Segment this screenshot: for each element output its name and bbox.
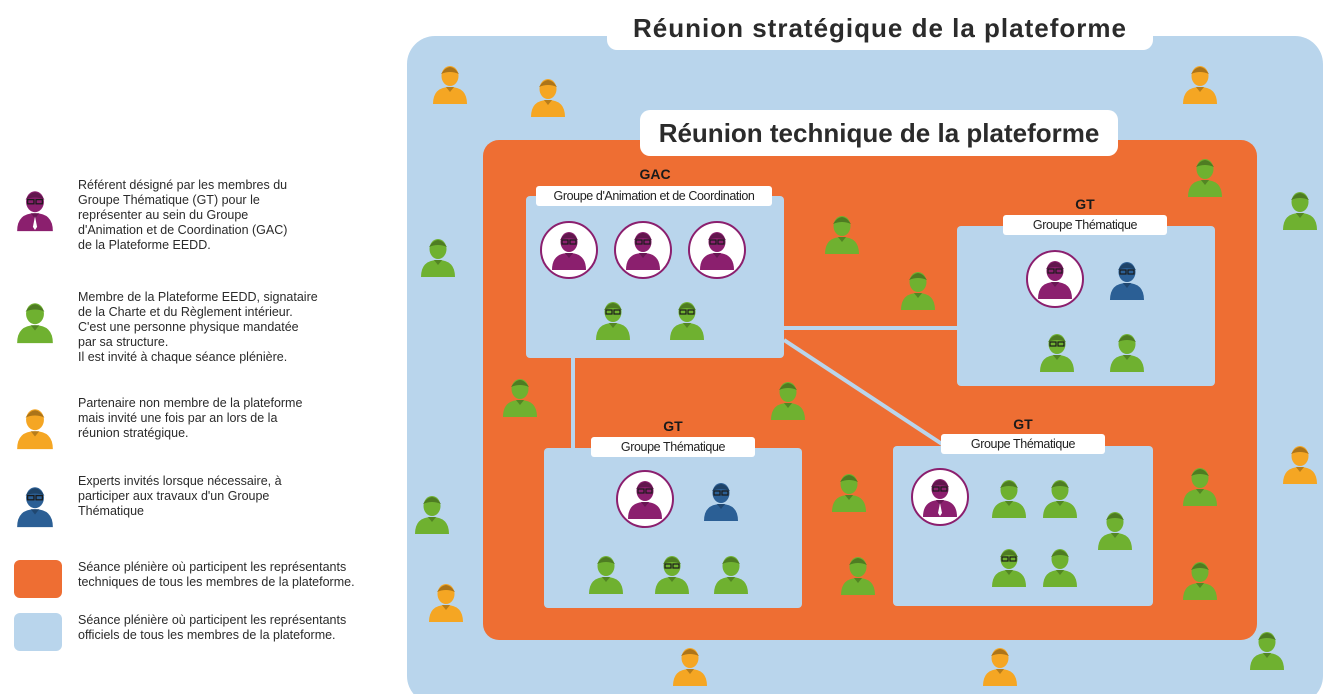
member-person-icon — [503, 379, 537, 417]
referent-person-icon — [911, 468, 969, 526]
referent-person-icon — [1026, 250, 1084, 308]
partner-person-icon — [17, 409, 53, 450]
strategic-meeting-title: Réunion stratégique de la plateforme — [607, 6, 1153, 50]
member-person-icon — [596, 302, 630, 340]
member-person-icon — [992, 480, 1026, 518]
referent-person-icon — [616, 470, 674, 528]
member-person-icon — [1183, 562, 1217, 600]
member-person-icon — [1043, 480, 1077, 518]
member-person-icon — [589, 556, 623, 594]
orange-swatch — [14, 560, 62, 598]
legend-text: Partenaire non membre de la plateforme m… — [78, 396, 303, 440]
member-person-icon — [1250, 632, 1284, 670]
member-person-icon — [1283, 192, 1317, 230]
member-person-icon — [1098, 512, 1132, 550]
member-person-icon — [1110, 334, 1144, 372]
technical-meeting-title: Réunion technique de la plateforme — [640, 110, 1118, 156]
legend-text: Experts invités lorsque nécessaire, à pa… — [78, 474, 282, 518]
member-person-icon — [832, 474, 866, 512]
member-person-icon — [1040, 334, 1074, 372]
referent-person-icon — [8, 178, 62, 232]
member-person-icon — [17, 303, 53, 344]
member-person-icon — [670, 302, 704, 340]
gac-label: Groupe d'Animation et de Coordination — [536, 186, 772, 206]
referent-person-icon — [614, 221, 672, 279]
gt-tag: GT — [1013, 416, 1033, 432]
partner-person-icon — [433, 66, 467, 104]
member-person-icon — [901, 272, 935, 310]
gac-tag: GAC — [639, 166, 671, 182]
legend-text: Séance plénière où participent les repré… — [78, 560, 355, 589]
blue-swatch — [14, 613, 62, 651]
partner-person-icon — [673, 648, 707, 686]
member-person-icon — [771, 382, 805, 420]
gt-group-box-right — [957, 226, 1215, 386]
referent-person-icon — [688, 221, 746, 279]
expert-person-icon — [704, 483, 738, 521]
member-person-icon — [841, 557, 875, 595]
member-person-icon — [825, 216, 859, 254]
expert-person-icon — [1110, 262, 1144, 300]
legend-text: Référent désigné par les membres du Grou… — [78, 178, 288, 252]
partner-person-icon — [983, 648, 1017, 686]
expert-person-icon — [8, 474, 62, 528]
member-person-icon — [415, 496, 449, 534]
gt-tag: GT — [663, 418, 683, 434]
partner-person-icon — [1183, 66, 1217, 104]
gt-label: Groupe Thématique — [941, 434, 1105, 454]
expert-person-icon — [17, 487, 53, 528]
referent-person-icon — [17, 191, 53, 232]
partner-person-icon — [531, 79, 565, 117]
legend-text: Séance plénière où participent les repré… — [78, 613, 347, 642]
referent-person-icon — [540, 221, 598, 279]
member-person-icon — [714, 556, 748, 594]
member-person-icon — [992, 549, 1026, 587]
member-person-icon — [1188, 159, 1222, 197]
gt-label: Groupe Thématique — [1003, 215, 1167, 235]
partner-person-icon — [8, 396, 62, 450]
gt-label: Groupe Thématique — [591, 437, 755, 457]
gt-tag: GT — [1075, 196, 1095, 212]
member-person-icon — [1043, 549, 1077, 587]
partner-person-icon — [1283, 446, 1317, 484]
legend-text: Membre de la Plateforme EEDD, signataire… — [78, 290, 318, 364]
member-person-icon — [1183, 468, 1217, 506]
member-person-icon — [8, 290, 62, 344]
connector-gac-gt-bottom-right — [782, 338, 947, 448]
member-person-icon — [421, 239, 455, 277]
member-person-icon — [655, 556, 689, 594]
partner-person-icon — [429, 584, 463, 622]
